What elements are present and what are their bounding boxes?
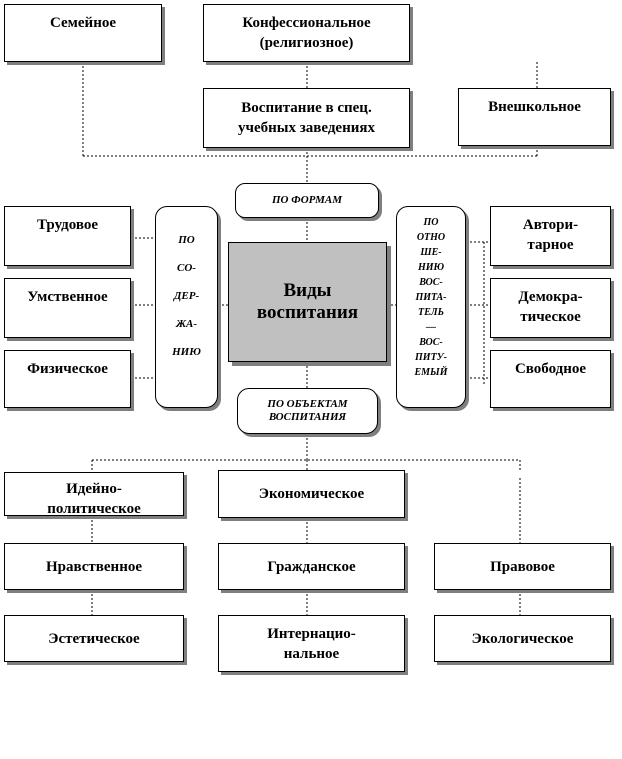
- box-ecological: Экологическое: [434, 615, 611, 662]
- label-content-labor: Трудовое: [36, 217, 98, 233]
- box-relation-democratic: Демокра- тическое: [490, 278, 611, 338]
- label-extracurricular: Внешкольное: [488, 99, 581, 115]
- box-relation-free: Свободное: [490, 350, 611, 408]
- box-relation-authoritarian: Автори- тарное: [490, 206, 611, 266]
- grouping-by-objects: ПО ОБЪЕКТАМ ВОСПИТАНИЯ: [237, 388, 378, 434]
- label-moral: Нравственное: [45, 558, 143, 575]
- box-international: Интернацио- нальное: [218, 615, 405, 672]
- label-relation-democratic: Демокра- тическое: [518, 289, 583, 325]
- grouping-by-forms: ПО ФОРМАМ: [235, 183, 379, 218]
- label-by-objects: ПО ОБЪЕКТАМ ВОСПИТАНИЯ: [267, 398, 348, 423]
- label-center-types: Виды воспитания: [256, 280, 359, 323]
- box-family: Семейное: [4, 4, 162, 62]
- label-economic: Экономическое: [258, 486, 365, 502]
- box-extracurricular: Внешкольное: [458, 88, 611, 146]
- label-confessional: Конфессиональное (религиозное): [242, 15, 371, 51]
- label-content-physical: Физическое: [27, 361, 108, 377]
- label-special-institutions: Воспитание в спец. учебных заведениях: [238, 100, 375, 136]
- label-family: Семейное: [50, 15, 116, 31]
- box-special-institutions: Воспитание в спец. учебных заведениях: [203, 88, 410, 148]
- label-by-relation: ПО ОТНО ШЕ- НИЮ ВОС- ПИТА- ТЕЛЬ — ВОС- П…: [414, 217, 448, 378]
- label-content-mental: Умственное: [27, 289, 108, 305]
- box-economic: Экономическое: [218, 470, 405, 518]
- box-ideological-political: Идейно- политическое: [4, 472, 184, 516]
- box-civic: Гражданское: [218, 543, 405, 590]
- box-center-types: Виды воспитания: [228, 242, 387, 362]
- label-ecological: Экологическое: [471, 630, 574, 647]
- grouping-by-content: ПО СО- ДЕР- ЖА- НИЮ: [155, 206, 218, 408]
- box-content-labor: Трудовое: [4, 206, 131, 266]
- box-content-physical: Физическое: [4, 350, 131, 408]
- box-legal: Правовое: [434, 543, 611, 590]
- box-aesthetic: Эстетическое: [4, 615, 184, 662]
- label-by-forms: ПО ФОРМАМ: [271, 194, 343, 206]
- label-ideological-political: Идейно- политическое: [47, 481, 141, 516]
- grouping-by-relation: ПО ОТНО ШЕ- НИЮ ВОС- ПИТА- ТЕЛЬ — ВОС- П…: [396, 206, 466, 408]
- box-moral: Нравственное: [4, 543, 184, 590]
- label-civic: Гражданское: [267, 558, 356, 575]
- label-relation-free: Свободное: [514, 361, 587, 377]
- box-confessional: Конфессиональное (религиозное): [203, 4, 410, 62]
- label-legal: Правовое: [490, 558, 555, 575]
- box-content-mental: Умственное: [4, 278, 131, 338]
- label-relation-authoritarian: Автори- тарное: [522, 217, 579, 253]
- label-international: Интернацио- нальное: [267, 625, 356, 662]
- label-aesthetic: Эстетическое: [48, 630, 140, 647]
- label-by-content: ПО СО- ДЕР- ЖА- НИЮ: [172, 234, 201, 358]
